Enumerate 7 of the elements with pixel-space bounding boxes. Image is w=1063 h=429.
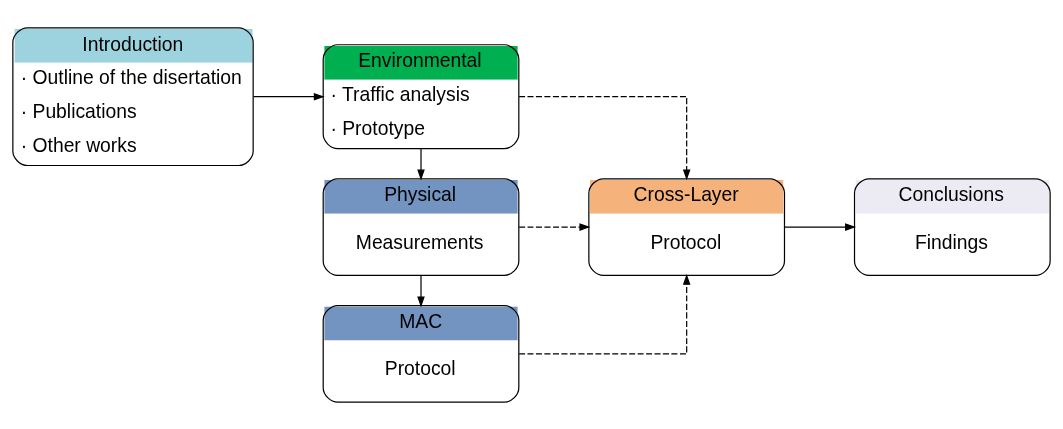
- arrow: [518, 273, 691, 354]
- arrow: [252, 92, 325, 100]
- arrow: [784, 222, 856, 231]
- arrow: [417, 147, 425, 180]
- arrow: [518, 95, 691, 180]
- arrow: [518, 222, 591, 231]
- arrow: [417, 274, 425, 307]
